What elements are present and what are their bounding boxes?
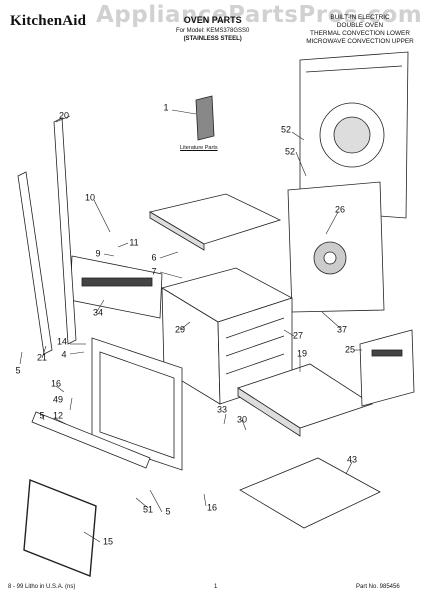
callout-5b: 5 bbox=[165, 506, 171, 517]
literature-parts-label: Literature Parts bbox=[180, 145, 218, 151]
callout-29: 29 bbox=[174, 324, 186, 335]
callout-25: 25 bbox=[344, 344, 356, 355]
description-line-1: BUILT-IN ELECTRIC bbox=[330, 14, 390, 21]
callout-34: 34 bbox=[92, 307, 104, 318]
diagram-title: OVEN PARTS bbox=[183, 15, 242, 25]
callout-13: 12 bbox=[52, 410, 64, 421]
door-frame-strips bbox=[17, 117, 77, 355]
finish-line: (STAINLESS STEEL) bbox=[183, 36, 242, 42]
control-panel-34 bbox=[69, 255, 163, 319]
description-line-2: DOUBLE OVEN bbox=[336, 22, 384, 29]
leader-lines bbox=[19, 109, 362, 543]
lower-tray-43 bbox=[239, 457, 381, 529]
callout-14: 14 bbox=[56, 336, 68, 347]
callout-4: 4 bbox=[61, 349, 67, 360]
callout-10: 9 bbox=[95, 248, 101, 259]
callout-20: 20 bbox=[58, 110, 70, 121]
callout-21: 21 bbox=[36, 352, 48, 363]
rear-panel-50 bbox=[299, 51, 409, 219]
callout-27: 27 bbox=[292, 330, 304, 341]
footer-litho: 8 - 99 Litho in U.S.A. (ns) bbox=[8, 584, 76, 590]
callout-16b: 16 bbox=[206, 502, 218, 513]
fan-panel-26 bbox=[287, 181, 385, 313]
brand-logo-text: KitchenAid bbox=[10, 13, 87, 29]
footer-part-number: Part No. 985456 bbox=[356, 584, 400, 590]
callout-11: 10 bbox=[84, 192, 96, 203]
callout-15: 15 bbox=[102, 536, 114, 547]
callout-5a: 5 bbox=[39, 410, 45, 421]
description-line-3: THERMAL CONVECTION LOWER bbox=[310, 30, 410, 37]
callout-16a: 16 bbox=[50, 378, 62, 389]
back-panel-25 bbox=[359, 329, 415, 407]
callout-50: 52 bbox=[280, 124, 292, 135]
watermark-text: AppliancePartsPros.com bbox=[96, 2, 423, 28]
callout-37: 37 bbox=[336, 324, 348, 335]
bottom-pan-19 bbox=[237, 363, 373, 437]
callout-49: 49 bbox=[52, 394, 64, 405]
callout-33: 33 bbox=[216, 404, 228, 415]
callout-7: 6 bbox=[151, 252, 157, 263]
diagram-title-block: OVEN PARTS For Model: KEMS378GSS0 (STAIN… bbox=[176, 15, 250, 43]
product-description: BUILT-IN ELECTRIC DOUBLE OVEN THERMAL CO… bbox=[296, 14, 424, 46]
callout-26: 26 bbox=[334, 204, 346, 215]
callout-1: 1 bbox=[163, 102, 169, 113]
footer-page-number: 1 bbox=[214, 584, 218, 590]
callout-30: 30 bbox=[236, 414, 248, 425]
vent-trim bbox=[31, 411, 151, 469]
callout-51: 51 bbox=[142, 504, 154, 515]
callout-52: 52 bbox=[284, 146, 296, 157]
description-line-4: MICROWAVE CONVECTION UPPER bbox=[306, 38, 414, 45]
callout-12: 11 bbox=[129, 237, 139, 248]
literature-packet bbox=[195, 95, 215, 141]
callout-9: 7 bbox=[151, 266, 157, 277]
lower-front-frame bbox=[91, 337, 183, 471]
door-gasket-15 bbox=[23, 479, 97, 577]
callout-43: 43 bbox=[346, 454, 358, 465]
callout-6: 5 bbox=[15, 365, 21, 376]
model-line: For Model: KEMS378GSS0 bbox=[176, 28, 250, 34]
callout-19: 19 bbox=[296, 348, 308, 359]
top-cover-7 bbox=[148, 193, 282, 251]
